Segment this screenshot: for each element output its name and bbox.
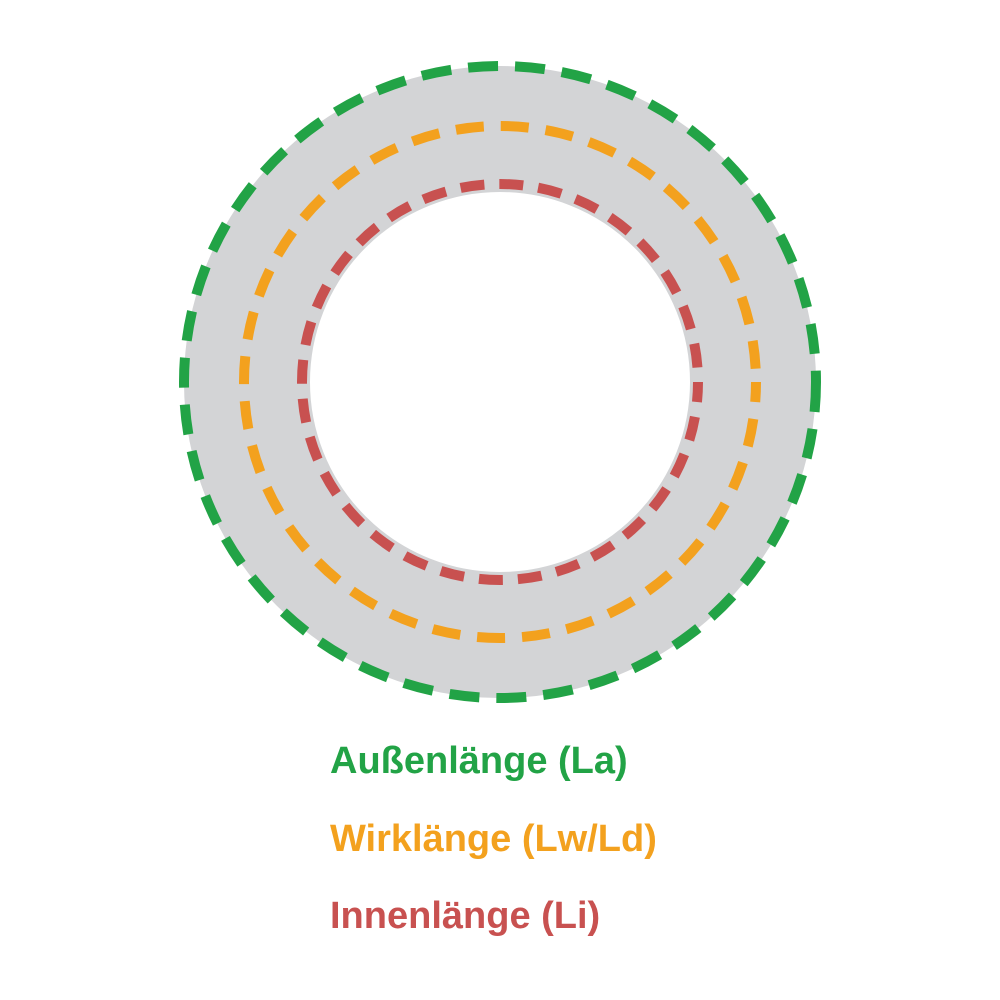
belt-ring — [184, 66, 816, 698]
effective-length-circle — [239, 121, 761, 643]
outer-length-label: Außenlänge (La) — [330, 740, 628, 782]
effective-length-label: Wirklänge (Lw/Ld) — [330, 818, 657, 860]
outer-length-circle — [179, 61, 821, 703]
inner-length-circle — [297, 179, 703, 585]
inner-length-label: Innenlänge (Li) — [330, 895, 600, 937]
